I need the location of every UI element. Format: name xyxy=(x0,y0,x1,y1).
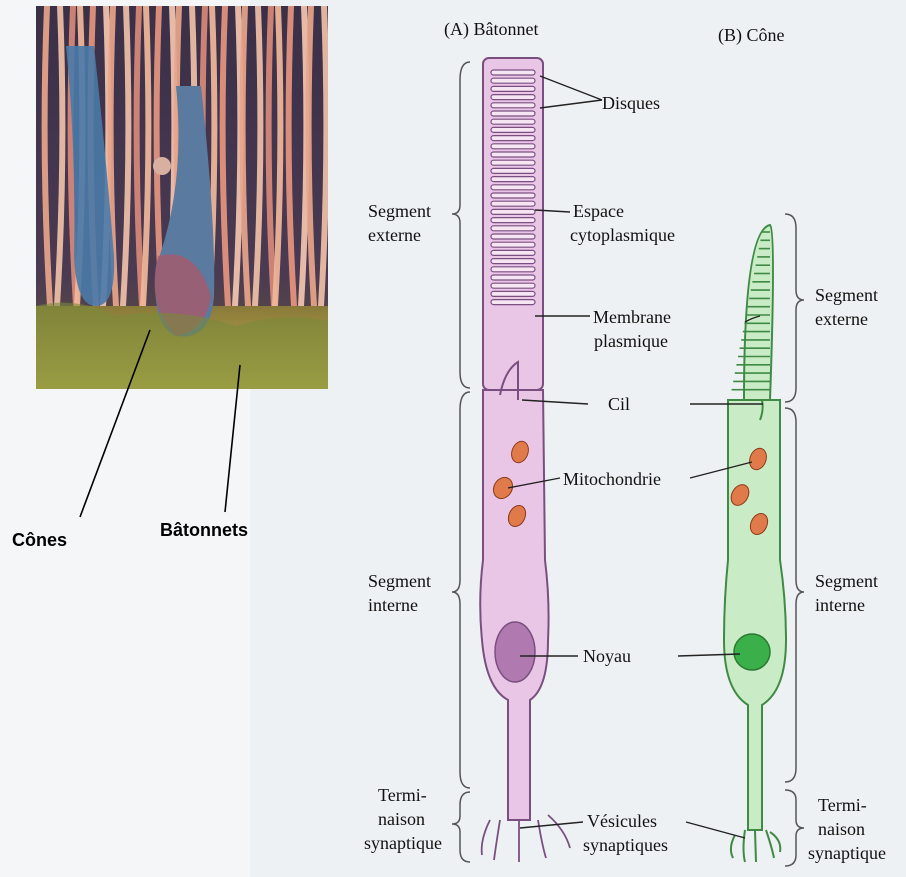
rods-pointer xyxy=(225,365,240,512)
rod-inner-segment-label-1: Segment xyxy=(368,570,431,592)
cone-terminal-label-2: naison xyxy=(818,818,865,840)
espace-label-2: cytoplasmique xyxy=(570,224,675,246)
espace-label-1: Espace xyxy=(573,200,624,222)
cil-label: Cil xyxy=(608,393,630,415)
cones-pointer xyxy=(80,330,150,517)
rod-cell xyxy=(480,58,570,862)
vesicules-label-1: Vésicules xyxy=(587,810,657,832)
cone-title: (B) Cône xyxy=(718,24,785,46)
membrane-label-1: Membrane xyxy=(593,306,671,328)
disques-label: Disques xyxy=(602,92,660,114)
mitochondrie-label: Mitochondrie xyxy=(563,468,661,490)
cone-braces xyxy=(785,214,804,866)
rod-braces xyxy=(452,62,470,862)
rod-outer-segment-label-1: Segment xyxy=(368,200,431,222)
rod-outer-segment-label-2: externe xyxy=(368,224,421,246)
cone-inner-segment-label-2: interne xyxy=(815,594,865,616)
callout-lines xyxy=(508,76,763,838)
rod-terminal-label-2: naison xyxy=(378,808,425,830)
rod-inner-segment-label-2: interne xyxy=(368,594,418,616)
cone-terminal-label-1: Termi- xyxy=(818,794,867,816)
noyau-label: Noyau xyxy=(583,645,631,667)
cone-inner-segment-label-1: Segment xyxy=(815,570,878,592)
membrane-label-2: plasmique xyxy=(594,330,668,352)
vesicules-label-2: synaptiques xyxy=(583,834,668,856)
cone-outer-segment-label-1: Segment xyxy=(815,284,878,306)
rod-terminal-label-1: Termi- xyxy=(378,784,427,806)
rod-terminal-label-3: synaptique xyxy=(364,832,442,854)
rod-title: (A) Bâtonnet xyxy=(444,18,538,40)
cone-terminal-label-3: synaptique xyxy=(808,842,886,864)
cone-outer-segment-label-2: externe xyxy=(815,308,868,330)
cone-cell xyxy=(724,225,786,862)
